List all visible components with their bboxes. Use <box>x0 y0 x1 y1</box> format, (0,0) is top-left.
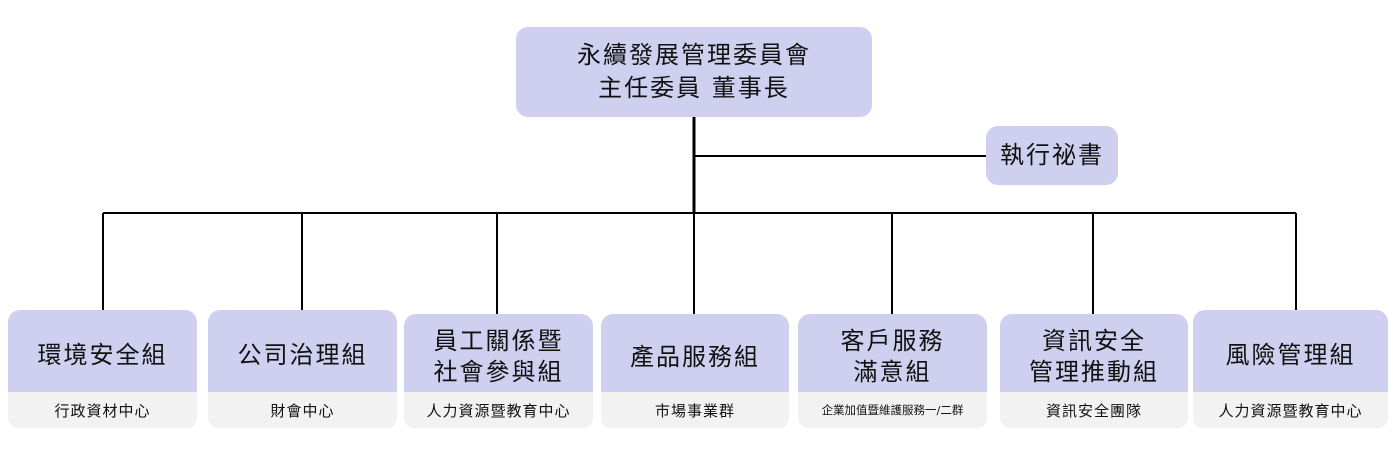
secretary-label: 執行祕書 <box>1000 141 1104 169</box>
unit-corporate-governance: 公司治理組 財會中心 <box>208 310 397 428</box>
chairman-title: 主任委員 董事長 <box>598 74 790 102</box>
unit-risk-management: 風險管理組 人力資源暨教育中心 <box>1193 310 1388 428</box>
unit-head: 員工關係暨 社會參與組 <box>404 314 593 400</box>
unit-department: 行政資材中心 <box>8 392 197 428</box>
unit-customer-satisfaction: 客戶服務 滿意組 企業加值暨維護服務一/二群 <box>798 314 987 428</box>
unit-head: 風險管理組 <box>1193 310 1388 400</box>
unit-name-line2: 社會參與組 <box>433 358 564 386</box>
unit-head: 資訊安全 管理推動組 <box>1000 314 1188 400</box>
unit-name: 風險管理組 <box>1225 340 1356 369</box>
unit-department: 財會中心 <box>208 392 397 428</box>
unit-name: 環境安全組 <box>37 340 168 369</box>
unit-head: 產品服務組 <box>601 314 789 400</box>
unit-information-security: 資訊安全 管理推動組 資訊安全團隊 <box>1000 314 1188 428</box>
unit-environmental-safety: 環境安全組 行政資材中心 <box>8 310 197 428</box>
unit-department: 企業加值暨維護服務一/二群 <box>798 392 987 428</box>
unit-name-line2: 管理推動組 <box>1029 358 1159 386</box>
committee-name: 永續發展管理委員會 <box>577 41 811 69</box>
unit-department: 人力資源暨教育中心 <box>1193 392 1388 428</box>
secretary-box: 執行祕書 <box>986 126 1118 185</box>
unit-name-line2: 滿意組 <box>853 358 932 386</box>
unit-department: 人力資源暨教育中心 <box>404 392 593 428</box>
unit-name-line1: 客戶服務 <box>840 327 945 355</box>
chairman-box: 永續發展管理委員會 主任委員 董事長 <box>516 27 872 117</box>
unit-employee-relations: 員工關係暨 社會參與組 人力資源暨教育中心 <box>404 314 593 428</box>
unit-product-service: 產品服務組 市場事業群 <box>601 314 789 428</box>
unit-head: 客戶服務 滿意組 <box>798 314 987 400</box>
unit-department: 市場事業群 <box>601 392 789 428</box>
unit-department: 資訊安全團隊 <box>1000 392 1188 428</box>
unit-head: 公司治理組 <box>208 310 397 400</box>
unit-head: 環境安全組 <box>8 310 197 400</box>
unit-name: 公司治理組 <box>237 340 368 369</box>
unit-name-line1: 資訊安全 <box>1042 327 1146 355</box>
unit-name-line1: 員工關係暨 <box>433 327 564 355</box>
unit-name: 產品服務組 <box>630 342 760 371</box>
